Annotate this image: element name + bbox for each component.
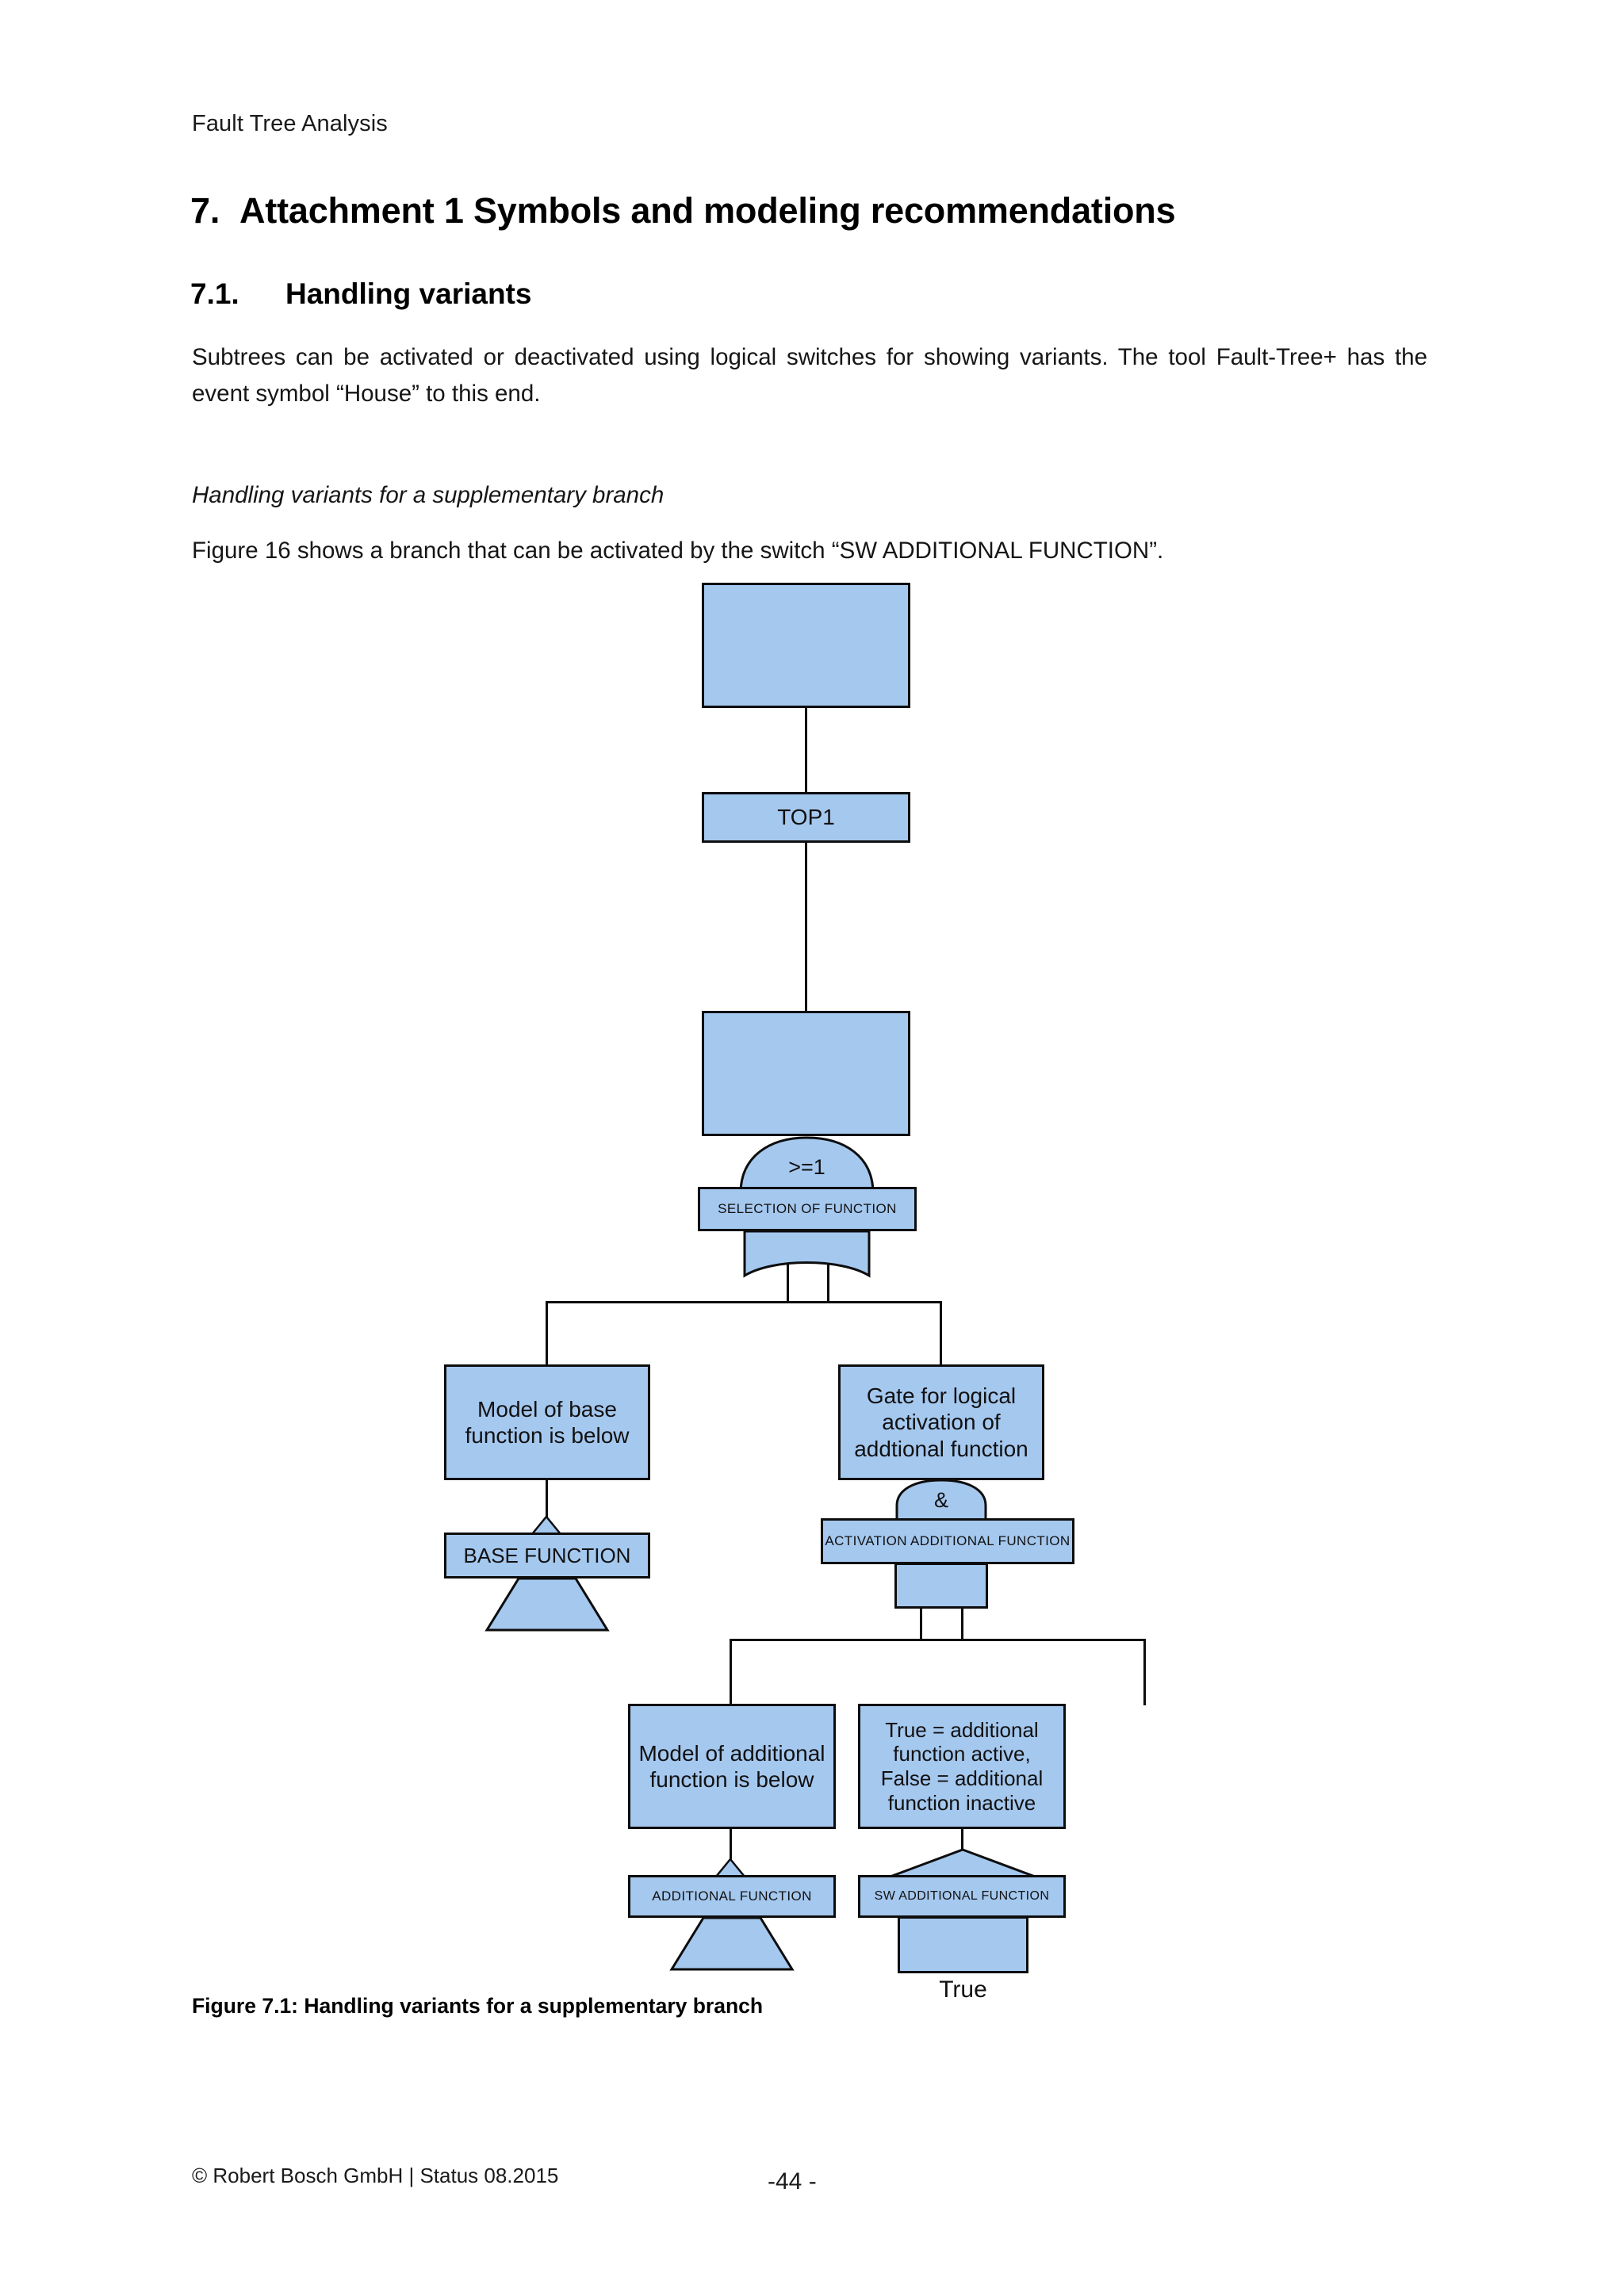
activation-branch-left — [730, 1639, 732, 1705]
house-body-box — [898, 1916, 1028, 1973]
selection-branch-left — [546, 1301, 548, 1366]
base-function-label-box[interactable]: BASE FUNCTION — [444, 1533, 650, 1578]
switch-description-box[interactable]: True = additional function active, False… — [858, 1704, 1066, 1829]
or-gate-left-leg — [787, 1263, 789, 1303]
activation-split-bus — [730, 1639, 1146, 1641]
model-of-base-function-box[interactable]: Model of base function is below — [444, 1364, 650, 1480]
connector-additionalmodel-to-additionalfunction — [730, 1827, 732, 1872]
top1-gate-label-box[interactable]: TOP1 — [702, 792, 910, 843]
running-head: Fault Tree Analysis — [192, 111, 388, 136]
activation-branch-right — [1143, 1639, 1146, 1705]
and-gate-body-box — [894, 1563, 988, 1609]
and-gate-right-leg — [961, 1607, 963, 1640]
or-gate-right-leg — [827, 1263, 829, 1303]
and-gate-symbol-text: & — [933, 1488, 948, 1512]
top-event-box[interactable] — [702, 583, 910, 708]
selection-of-function-label-box[interactable]: SELECTION OF FUNCTION — [698, 1187, 917, 1231]
page-heading-1: 7. Attachment 1 Symbols and modeling reco… — [190, 190, 1176, 232]
sw-additional-function-label-box[interactable]: SW ADDITIONAL FUNCTION — [858, 1875, 1066, 1918]
italic-subheading: Handling variants for a supplementary br… — [192, 482, 665, 508]
connector-switchdesc-to-house — [961, 1827, 963, 1859]
heading-2-text: Handling variants — [285, 277, 532, 310]
and-gate-left-leg — [920, 1607, 922, 1640]
or-gate-bottom-skirt — [741, 1230, 872, 1280]
activation-additional-function-label-box[interactable]: ACTIVATION ADDITIONAL FUNCTION — [821, 1518, 1074, 1564]
footer-copyright: © Robert Bosch GmbH | Status 08.2015 — [192, 2164, 559, 2187]
connector-top1-to-selection — [805, 841, 807, 1012]
selection-split-bus — [546, 1301, 942, 1303]
gate-for-logical-activation-box[interactable]: Gate for logical activation of addtional… — [838, 1364, 1044, 1480]
connector-basemodel-to-basefunction — [546, 1479, 548, 1528]
figure-caption: Figure 7.1: Handling variants for a supp… — [192, 1994, 764, 2018]
footer-page-number: -44 - — [768, 2168, 817, 2195]
intro-paragraph: Subtrees can be activated or deactivated… — [192, 344, 1427, 407]
figure-reference-paragraph: Figure 16 shows a branch that can be act… — [192, 538, 1164, 564]
house-state-value-label: True — [939, 1976, 987, 2003]
page-heading-2: 7.1. Handling variants — [190, 277, 531, 311]
connector-topbox-to-top1 — [805, 706, 807, 794]
model-of-additional-function-box[interactable]: Model of additional function is below — [628, 1704, 836, 1829]
transfer-out-base-function[interactable] — [484, 1577, 611, 1632]
heading-2-number: 7.1. — [190, 277, 239, 310]
or-gate-symbol-text: >=1 — [788, 1155, 825, 1179]
fault-tree-diagram: TOP1 >=1 SELECTION OF FUNCTION Model of — [444, 583, 1174, 2003]
and-gate-activation[interactable] — [894, 1479, 988, 1525]
selection-branch-right — [940, 1301, 942, 1366]
transfer-out-additional-function[interactable] — [668, 1916, 795, 1972]
selection-of-function-box[interactable] — [702, 1011, 910, 1136]
or-gate-selection-of-function[interactable] — [737, 1135, 876, 1195]
additional-function-label-box[interactable]: ADDITIONAL FUNCTION — [628, 1875, 836, 1918]
heading-1-number: 7. — [190, 190, 220, 231]
heading-1-text: Attachment 1 Symbols and modeling recomm… — [239, 190, 1176, 231]
